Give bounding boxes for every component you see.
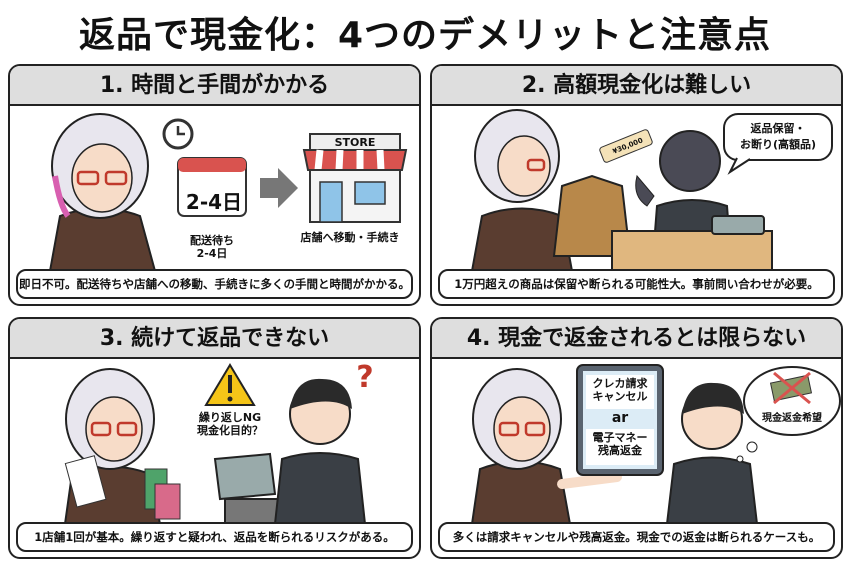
speech-line: 返品保留・ — [750, 122, 806, 135]
store-sign: STORE — [334, 136, 376, 149]
clock-icon — [162, 118, 194, 150]
calendar-icon — [177, 157, 247, 217]
woman-figure — [470, 368, 622, 524]
sign-bottom: 電子マネー残高返金 — [582, 431, 658, 457]
panel-heading: 1. 時間と手間がかかる — [10, 66, 419, 106]
calendar-days: 2-4日 — [185, 190, 243, 214]
store-icon — [302, 133, 408, 223]
panel-high-value: 2. 高額現金化は難しい ¥30,000 返品保留・お断り(高額品) 1万円超え… — [430, 64, 843, 306]
panel-caption: 即日不可。配送待ちや店舗への移動、手続きに多くの手間と時間がかかる。 — [16, 269, 413, 299]
illustration — [470, 364, 841, 524]
clerk-figure — [665, 382, 759, 524]
clerk-figure — [273, 378, 367, 524]
label-line: 配送待ち — [190, 234, 234, 247]
cash-crossed-icon — [769, 371, 813, 405]
panel-caption: 1店舗1回が基本。繰り返すと疑われ、返品を断られるリスクがある。 — [16, 522, 413, 552]
sign-line: クレカ請求 — [592, 377, 648, 390]
woman-figure — [48, 113, 157, 271]
sign-line: 電子マネー — [592, 431, 648, 444]
panel-cash-refund: 4. 現金で返金されるとは限らない クレカ請求キャンセル ar 電子マネー残高返… — [430, 317, 843, 559]
sign-line: キャンセル — [592, 390, 648, 403]
speech-text: 返品保留・お断り(高額品) — [724, 121, 832, 153]
panel-caption: 1万円超えの商品は保留や断られる可能性大。事前問い合わせが必要。 — [438, 269, 835, 299]
counter — [611, 230, 773, 271]
sign-line: 残高返金 — [598, 444, 642, 457]
receipts-icon — [64, 455, 107, 508]
store-label: 店舗へ移動・手続き — [300, 231, 400, 244]
label-line: 2-4日 — [196, 247, 228, 260]
register-icon — [213, 452, 281, 524]
boxes-icon — [144, 468, 181, 520]
illustration — [63, 363, 367, 524]
panel-caption: 多くは請求キャンセルや残高返金。現金での返金は断られるケースも。 — [438, 522, 835, 552]
panel-heading: 2. 高額現金化は難しい — [432, 66, 841, 106]
woman-figure — [470, 109, 574, 271]
register-icon — [711, 215, 765, 235]
illustration — [470, 109, 833, 271]
warning-line: 繰り返しNG — [198, 411, 262, 424]
panel-heading: 4. 現金で返金されるとは限らない — [432, 319, 841, 359]
sign-or: ar — [611, 410, 629, 426]
arrow-right-icon — [260, 168, 298, 208]
price-tag-icon — [599, 129, 653, 163]
warning-icon — [204, 363, 256, 406]
speech-line: お断り(高額品) — [739, 138, 817, 151]
tablet-sign — [576, 364, 664, 476]
page-title: 返品で現金化：4つのデメリットと注意点 — [78, 15, 772, 56]
illustration — [48, 113, 408, 271]
panel-heading: 3. 続けて返品できない — [10, 319, 419, 359]
question-mark: ? — [356, 360, 374, 395]
thought-text: 現金返金希望 — [762, 413, 822, 424]
thought-bubble — [736, 366, 841, 463]
warning-line: 現金化目的？ — [197, 424, 263, 437]
sign-top: クレカ請求キャンセル — [582, 377, 658, 403]
speech-bubble — [723, 113, 833, 175]
